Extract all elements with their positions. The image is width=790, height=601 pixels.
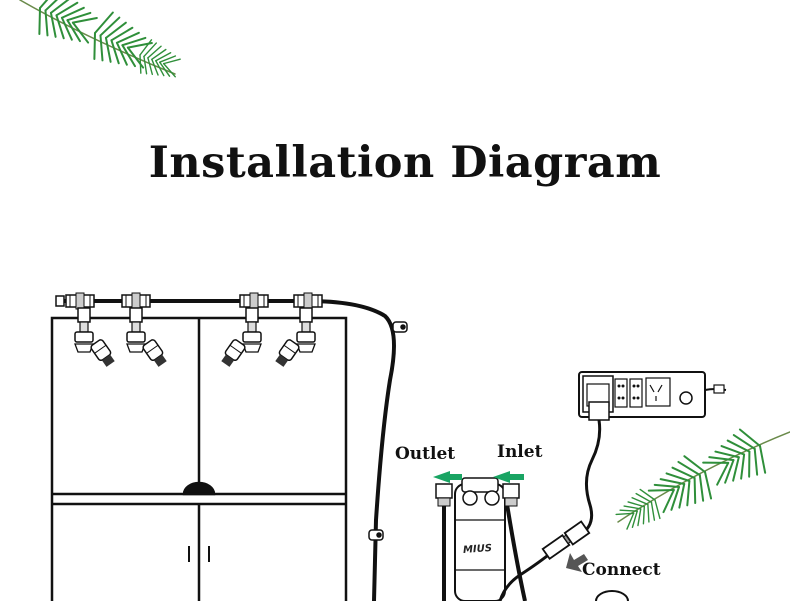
nozzle-icon [121,292,170,369]
nozzle-icon [218,292,269,369]
outlet-label: Outlet [395,444,456,464]
timer-icon [578,371,727,421]
tube-clip [368,321,408,541]
inlet-label: Inlet [497,442,543,462]
connect-label: Connect [582,560,661,580]
page-title: Installation Diagram [148,138,662,188]
pine-branch-icon [610,423,790,538]
outlet-arrow-icon [433,471,462,483]
connector-icon [541,520,591,561]
cabinet [50,316,348,601]
inlet-arrow-icon [493,471,524,483]
pine-branch-icon [19,0,186,86]
nozzle-icon [272,292,323,369]
pump-brand-label: MIUS [462,543,493,556]
mist-tubing [60,298,396,601]
power-cord [579,419,602,537]
connect-arrow-icon [566,553,588,572]
nozzle-icon [65,292,118,369]
pump-icon [435,477,527,601]
